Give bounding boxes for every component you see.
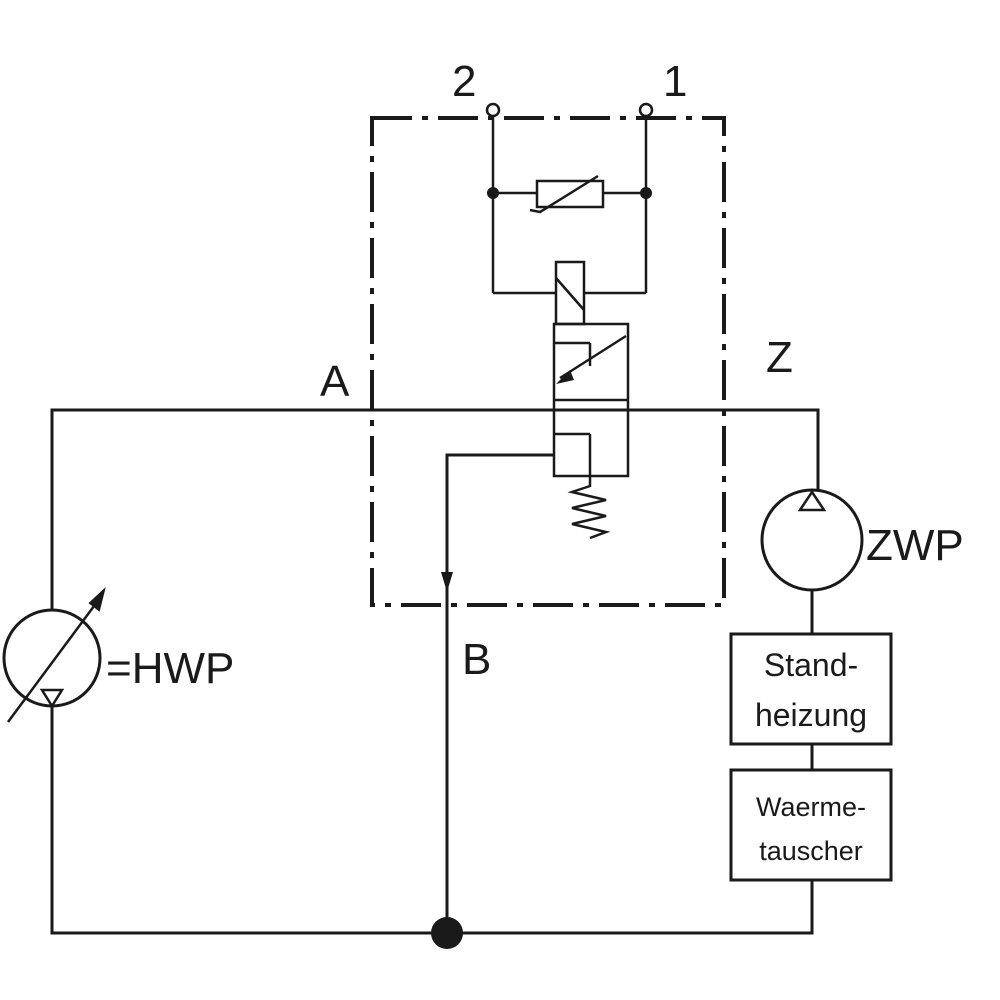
aux-pump-symbol [760,488,864,592]
main-pump-symbol [2,586,106,723]
resistor-symbol [529,174,605,214]
line-b [445,453,554,933]
solenoid-symbol [554,260,586,326]
port-1-label: 1 [663,57,687,106]
heat-exchanger-box [729,768,893,882]
junction-dot [431,917,463,949]
port-z-label: Z [766,333,793,382]
heat-exchanger-line2: tauscher [759,836,863,866]
flow-arrow [441,572,453,592]
port-b-label: B [462,635,491,684]
valve-body [552,322,630,478]
wire-node [487,187,499,199]
heat-exchanger-line1: Waerme- [756,792,866,822]
terminal-2 [485,102,501,118]
port-2-label: 2 [452,57,476,106]
parking-heater-line1: Stand- [764,647,858,683]
spring-symbol [567,476,611,540]
terminal-1 [638,102,654,118]
parking-heater-box [729,632,893,746]
wire-node [640,187,652,199]
main-pump-label: =HWP [106,644,234,693]
main-line-bottom [50,705,814,935]
main-line-left [50,408,820,610]
aux-pump-label: ZWP [866,521,964,570]
port-a-label: A [320,357,350,406]
valve-block-boundary [370,116,726,607]
parking-heater-line2: heizung [755,697,867,733]
